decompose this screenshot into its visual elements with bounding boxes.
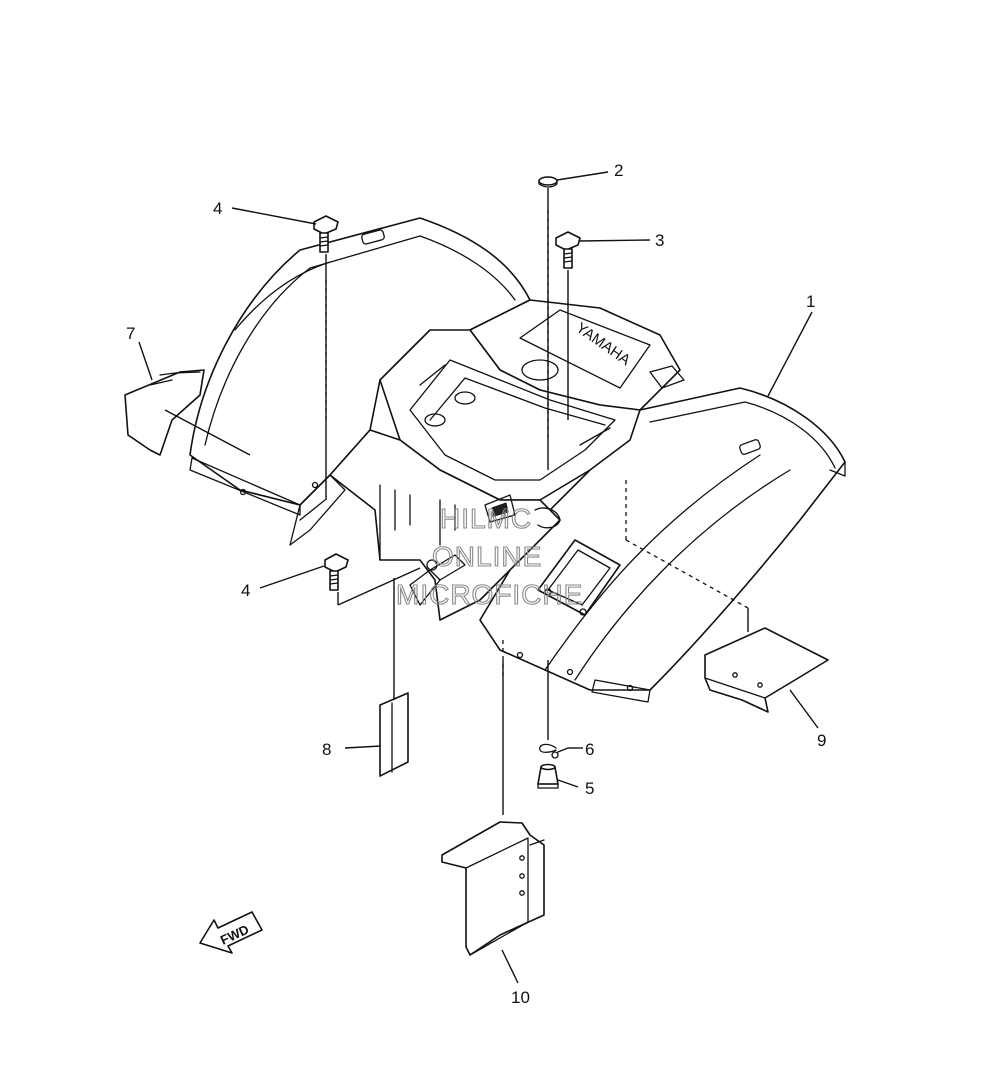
svg-text:HILMC: HILMC bbox=[440, 503, 532, 534]
shield-part-9[interactable] bbox=[704, 627, 829, 713]
callout-2: 2 bbox=[614, 161, 623, 180]
callout-labels: 4 2 3 1 7 4 6 5 8 9 10 bbox=[126, 161, 826, 1007]
bolt-part-3[interactable] bbox=[555, 231, 581, 269]
callout-8: 8 bbox=[322, 740, 331, 759]
callout-6: 6 bbox=[585, 740, 594, 759]
hidden-lines bbox=[325, 210, 749, 680]
callout-9: 9 bbox=[817, 731, 826, 750]
callout-5: 5 bbox=[585, 779, 594, 798]
protector-part-8[interactable] bbox=[379, 692, 409, 777]
rear-fender[interactable]: YAMAHA bbox=[189, 217, 846, 703]
watermark: HILMC ONLINE MICROFICHE bbox=[395, 502, 583, 610]
callout-4-upper: 4 bbox=[213, 199, 222, 218]
callout-4-lower: 4 bbox=[241, 581, 250, 600]
svg-text:MICROFICHE: MICROFICHE bbox=[396, 579, 583, 610]
grommet-part-5[interactable] bbox=[537, 763, 559, 789]
bolt-part-4-lower[interactable] bbox=[324, 553, 349, 591]
callout-7: 7 bbox=[126, 324, 135, 343]
fwd-arrow-icon: FWD bbox=[199, 911, 263, 954]
cap-part[interactable] bbox=[538, 176, 558, 188]
leader-lines bbox=[138, 171, 819, 984]
clip-part-6[interactable] bbox=[539, 743, 569, 759]
cover-part-7[interactable] bbox=[124, 369, 205, 456]
bolt-part-4-upper[interactable] bbox=[313, 215, 339, 253]
callout-10: 10 bbox=[511, 988, 530, 1007]
shield-part-10[interactable] bbox=[441, 821, 545, 956]
svg-text:ONLINE: ONLINE bbox=[432, 541, 542, 572]
callout-3: 3 bbox=[655, 231, 664, 250]
callout-1: 1 bbox=[806, 292, 815, 311]
